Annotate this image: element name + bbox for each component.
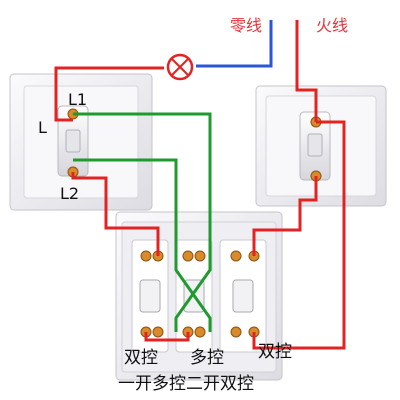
- terminal-l2-label: L2: [60, 184, 80, 203]
- traveler-cross-b: [174, 256, 212, 332]
- right-switch-plate: [255, 85, 387, 207]
- live-wire: [295, 20, 318, 122]
- neutral-wire-label: 零线: [230, 16, 263, 35]
- left-l2-to-multi-wire: [71, 172, 160, 256]
- traveler-wire-1: [73, 112, 212, 256]
- diagram-caption: 一开多控二开双控: [118, 374, 254, 394]
- live-wire-label: 火线: [316, 16, 349, 35]
- neutral-wire: [196, 20, 273, 68]
- terminal-l-label: L: [38, 118, 47, 137]
- terminal-l1-label: L1: [68, 90, 88, 109]
- lamp-to-switch-wire: [54, 66, 164, 122]
- lamp-icon: [166, 53, 194, 81]
- double-control-left-label: 双控: [124, 348, 158, 368]
- traveler-wire-2: [73, 158, 178, 256]
- right-to-multi-wire: [252, 176, 318, 256]
- multi-link-wire: [144, 332, 190, 342]
- multi-output-wire: [252, 120, 346, 350]
- double-control-right-label: 双控: [258, 342, 292, 362]
- multi-control-label: 多控: [190, 348, 224, 368]
